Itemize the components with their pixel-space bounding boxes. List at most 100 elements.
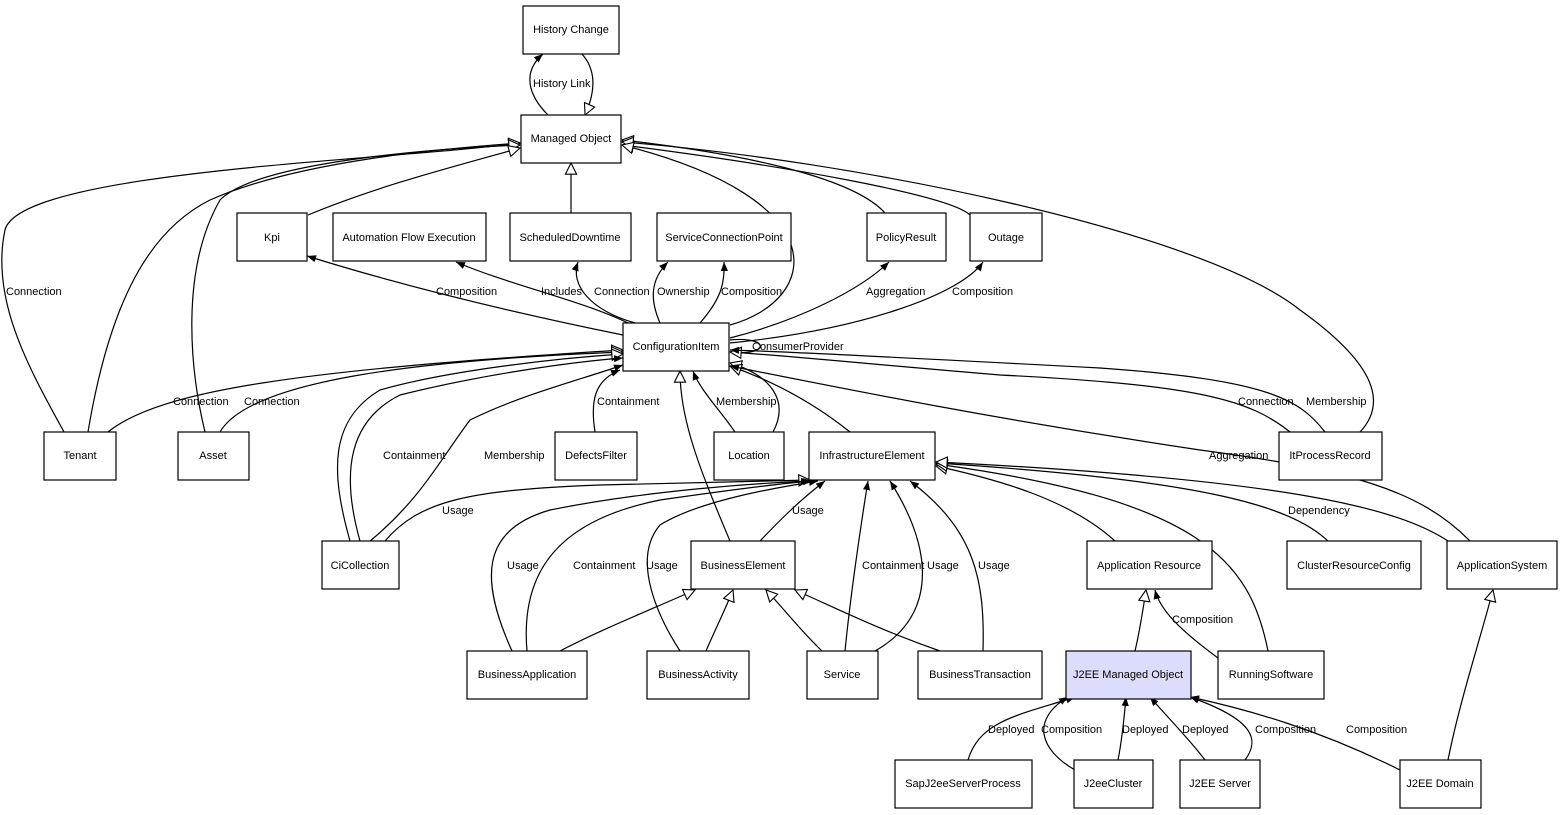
svg-text:ConfigurationItem: ConfigurationItem xyxy=(633,341,720,353)
node-defects-filter[interactable]: DefectsFilter xyxy=(554,431,638,481)
edge-ci-collection-ci-a xyxy=(336,354,623,542)
edge-j2ee-domain-composition xyxy=(1189,695,1401,771)
node-sap-j2ee-server-process[interactable]: SapJ2eeServerProcess xyxy=(894,759,1033,809)
edge-asset-managed-object xyxy=(191,145,520,433)
node-application-system[interactable]: ApplicationSystem xyxy=(1446,540,1558,590)
edge-application-system-ie xyxy=(936,462,1449,542)
node-service-connection-point[interactable]: ServiceConnectionPoint xyxy=(656,212,792,262)
svg-text:J2eeCluster: J2eeCluster xyxy=(1084,778,1143,790)
edge-label-ba-usage: Usage xyxy=(507,560,539,572)
edge-label-cluster-deployed: Deployed xyxy=(1122,724,1168,736)
edge-kpi-managed-object xyxy=(307,148,520,216)
edge-business-activity-be xyxy=(705,590,733,652)
svg-text:J2EE Managed Object: J2EE Managed Object xyxy=(1073,669,1183,681)
node-running-software[interactable]: RunningSoftware xyxy=(1217,650,1325,700)
node-infrastructure-element[interactable]: InfrastructureElement xyxy=(808,431,936,481)
node-kpi[interactable]: Kpi xyxy=(236,212,308,262)
edge-business-transaction-be xyxy=(795,590,941,652)
edge-label-sap-deployed: Deployed xyxy=(988,724,1034,736)
node-asset[interactable]: Asset xyxy=(177,431,250,481)
svg-text:ScheduledDowntime: ScheduledDowntime xyxy=(520,232,621,244)
svg-text:Automation Flow Execution: Automation Flow Execution xyxy=(342,232,475,244)
edge-label-tenant-mo-connection: Connection xyxy=(6,286,62,298)
node-configuration-item[interactable]: ConfigurationItem xyxy=(622,322,730,372)
edge-label-cic-containment: Containment xyxy=(383,450,445,462)
node-business-element[interactable]: BusinessElement xyxy=(690,540,796,590)
svg-text:J2EE Domain: J2EE Domain xyxy=(1406,778,1473,790)
svg-text:Service: Service xyxy=(824,669,861,681)
node-outage[interactable]: Outage xyxy=(969,212,1043,262)
node-policy-result[interactable]: PolicyResult xyxy=(866,212,947,262)
edge-label-scp-ownership: Ownership xyxy=(657,286,710,298)
node-ci-collection[interactable]: CiCollection xyxy=(321,540,400,590)
edge-ci-policy-result-aggregation xyxy=(729,261,890,339)
svg-text:CiCollection: CiCollection xyxy=(331,560,390,572)
svg-text:InfrastructureElement: InfrastructureElement xyxy=(819,450,924,462)
edge-label-be-usage: Usage xyxy=(792,505,824,517)
edge-it-process-record-ci-membership xyxy=(729,346,1326,433)
edge-j2ee-server-composition xyxy=(1189,696,1253,761)
node-j2ee-domain[interactable]: J2EE Domain xyxy=(1399,759,1482,809)
edge-service-be xyxy=(766,590,823,652)
edge-label-location-membership: Membership xyxy=(716,396,777,408)
svg-text:BusinessApplication: BusinessApplication xyxy=(478,669,576,681)
svg-text:Kpi: Kpi xyxy=(264,232,280,244)
svg-text:History Change: History Change xyxy=(533,24,609,36)
edge-running-software-application-resource-composition xyxy=(1153,589,1219,659)
node-service[interactable]: Service xyxy=(806,650,879,700)
edge-label-as-aggregation: Aggregation xyxy=(1209,450,1268,462)
edge-history-link-out xyxy=(529,53,549,116)
node-business-transaction[interactable]: BusinessTransaction xyxy=(917,650,1043,700)
edge-ci-collection-ie-usage xyxy=(384,480,810,542)
edge-asset-ci-connection xyxy=(219,352,623,433)
node-j2ee-server[interactable]: J2EE Server xyxy=(1179,759,1261,809)
node-automation-flow-execution[interactable]: Automation Flow Execution xyxy=(332,212,487,262)
node-business-activity[interactable]: BusinessActivity xyxy=(646,650,750,700)
svg-text:BusinessActivity: BusinessActivity xyxy=(658,669,738,681)
svg-text:SapJ2eeServerProcess: SapJ2eeServerProcess xyxy=(905,778,1021,790)
edge-label-asset-ci-connection: Connection xyxy=(244,396,300,408)
edge-sap-j2ee-deployed xyxy=(967,696,1076,761)
svg-text:BusinessElement: BusinessElement xyxy=(701,560,786,572)
svg-text:RunningSoftware: RunningSoftware xyxy=(1229,669,1313,681)
edge-outage-managed-object xyxy=(622,145,971,216)
edge-service-ie-containment xyxy=(844,480,871,652)
node-j2ee-managed-object[interactable]: J2EE Managed Object xyxy=(1065,650,1192,700)
edge-business-transaction-ie-usage xyxy=(909,480,984,652)
edge-label-server-composition: Composition xyxy=(1255,724,1316,736)
node-location[interactable]: Location xyxy=(713,431,785,481)
svg-text:ServiceConnectionPoint: ServiceConnectionPoint xyxy=(665,232,782,244)
node-managed-object[interactable]: Managed Object xyxy=(520,114,622,164)
edge-label-history-link: History Link xyxy=(533,78,591,90)
edge-j2ee-cluster-deployed xyxy=(1117,696,1129,761)
node-application-resource[interactable]: Application Resource xyxy=(1086,540,1213,590)
edge-business-element-ie-usage xyxy=(759,480,826,542)
svg-text:ItProcessRecord: ItProcessRecord xyxy=(1289,450,1370,462)
node-j2ee-cluster[interactable]: J2eeCluster xyxy=(1073,759,1154,809)
edge-policy-result-managed-object xyxy=(622,140,886,214)
edge-label-df-containment: Containment xyxy=(597,396,659,408)
edge-label-ba-containment: Containment xyxy=(573,560,635,572)
edge-label-outage-composition: Composition xyxy=(952,286,1013,298)
edge-location-ci-membership xyxy=(692,370,736,433)
edge-label-itpr-membership: Membership xyxy=(1306,396,1367,408)
edge-label-bact-usage: Usage xyxy=(646,560,678,572)
edge-label-bt-usage: Usage xyxy=(978,560,1010,572)
node-tenant[interactable]: Tenant xyxy=(43,431,117,481)
node-business-application[interactable]: BusinessApplication xyxy=(466,650,588,700)
node-scheduled-downtime[interactable]: ScheduledDowntime xyxy=(509,212,632,262)
edge-label-afe-includes: Includes xyxy=(541,286,582,298)
edge-it-process-record-ci-connection xyxy=(730,352,1291,433)
node-cluster-resource-config[interactable]: ClusterResourceConfig xyxy=(1286,540,1422,590)
edge-j2ee-cluster-composition xyxy=(1043,696,1076,771)
edge-application-resource-ie xyxy=(936,466,1116,542)
edge-label-kpi-composition: Composition xyxy=(436,286,497,298)
edge-label-scp-composition: Composition xyxy=(721,286,782,298)
edge-tenant-ci-connection xyxy=(107,350,623,433)
svg-text:Managed Object: Managed Object xyxy=(531,133,612,145)
svg-text:PolicyResult: PolicyResult xyxy=(876,232,937,244)
edge-it-process-record-managed-object xyxy=(622,142,1375,433)
node-history-change[interactable]: History Change xyxy=(522,5,620,55)
node-it-process-record[interactable]: ItProcessRecord xyxy=(1278,431,1383,481)
